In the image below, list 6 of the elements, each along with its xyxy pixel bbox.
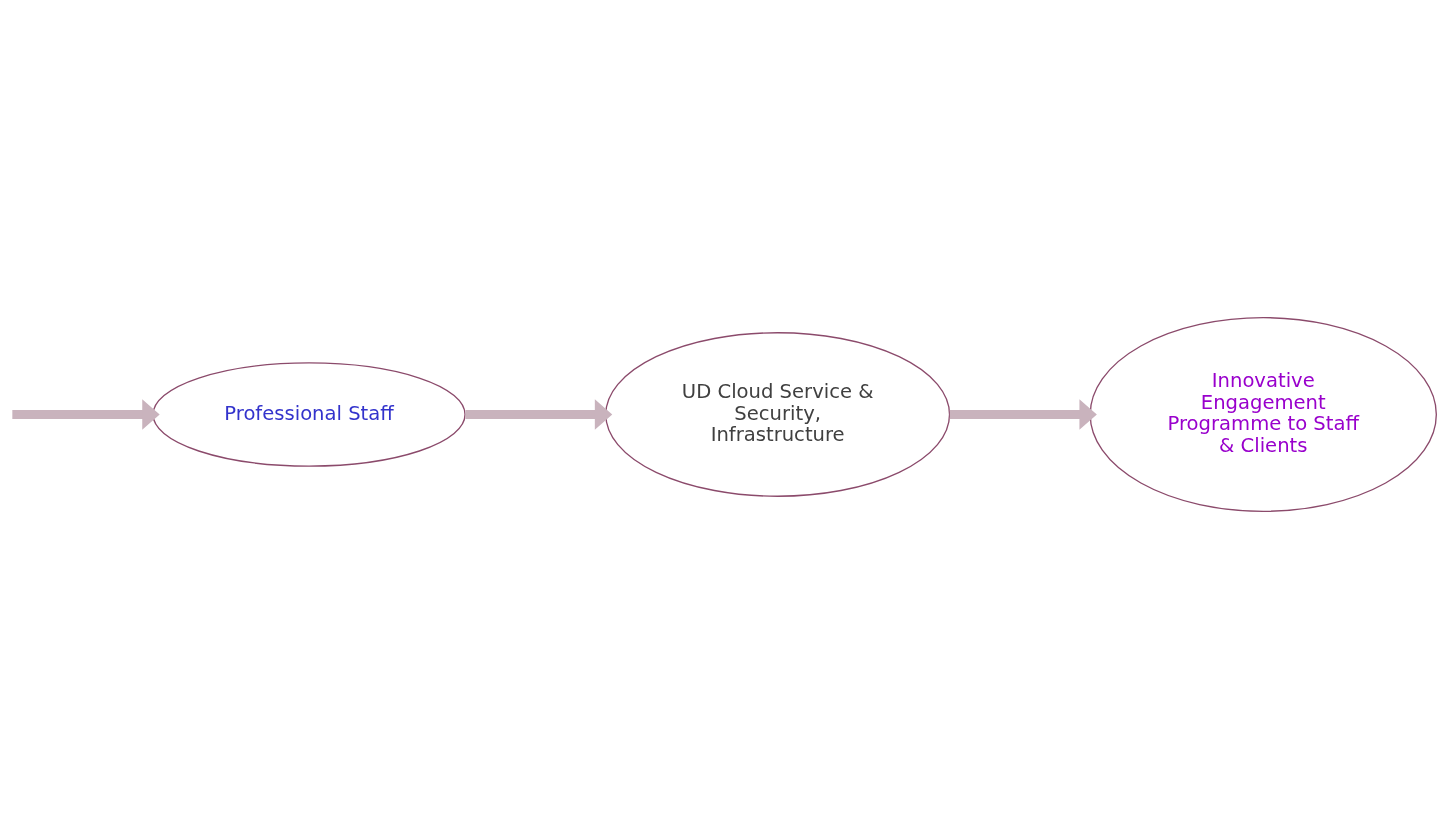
arrow <box>465 399 613 430</box>
arrow <box>12 399 160 430</box>
node-ellipse: Innovative Engagement Programme to Staff & Clients <box>1089 317 1437 512</box>
node-ellipse: Professional Staff <box>152 362 466 467</box>
arrow <box>949 399 1097 430</box>
node-ellipse: UD Cloud Service & Security, Infrastructure <box>605 332 951 497</box>
